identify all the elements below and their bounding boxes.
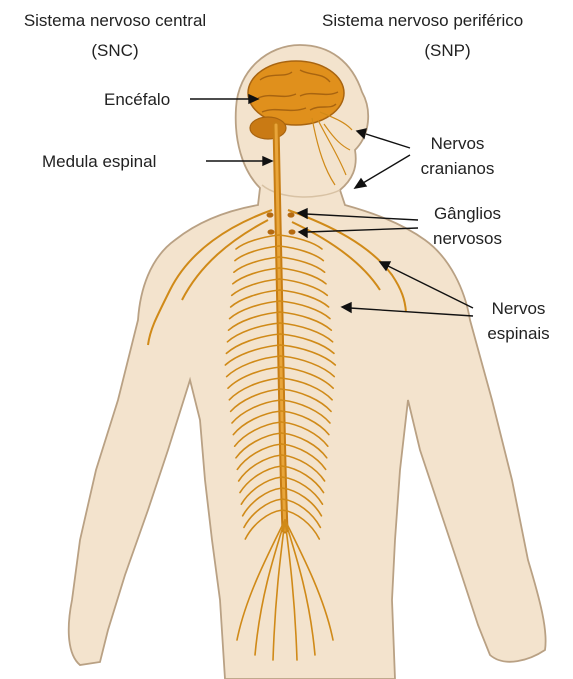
- label-nervos-espinais-line2: espinais: [466, 323, 571, 345]
- label-nervos-cranianos-line1: Nervos: [400, 133, 515, 155]
- label-nervos-espinais-line1: Nervos: [466, 298, 571, 320]
- snc-abbr: (SNC): [0, 40, 230, 62]
- label-nervos-cranianos-line2: cranianos: [400, 158, 515, 180]
- label-ganglios-line1: Gânglios: [410, 203, 525, 225]
- snp-title: Sistema nervoso periférico: [322, 10, 573, 32]
- snp-abbr: (SNP): [322, 40, 573, 62]
- label-ganglios-line2: nervosos: [410, 228, 525, 250]
- label-encefalo: Encéfalo: [104, 89, 170, 111]
- label-medula-espinal: Medula espinal: [42, 151, 156, 173]
- snc-title: Sistema nervoso central: [0, 10, 230, 32]
